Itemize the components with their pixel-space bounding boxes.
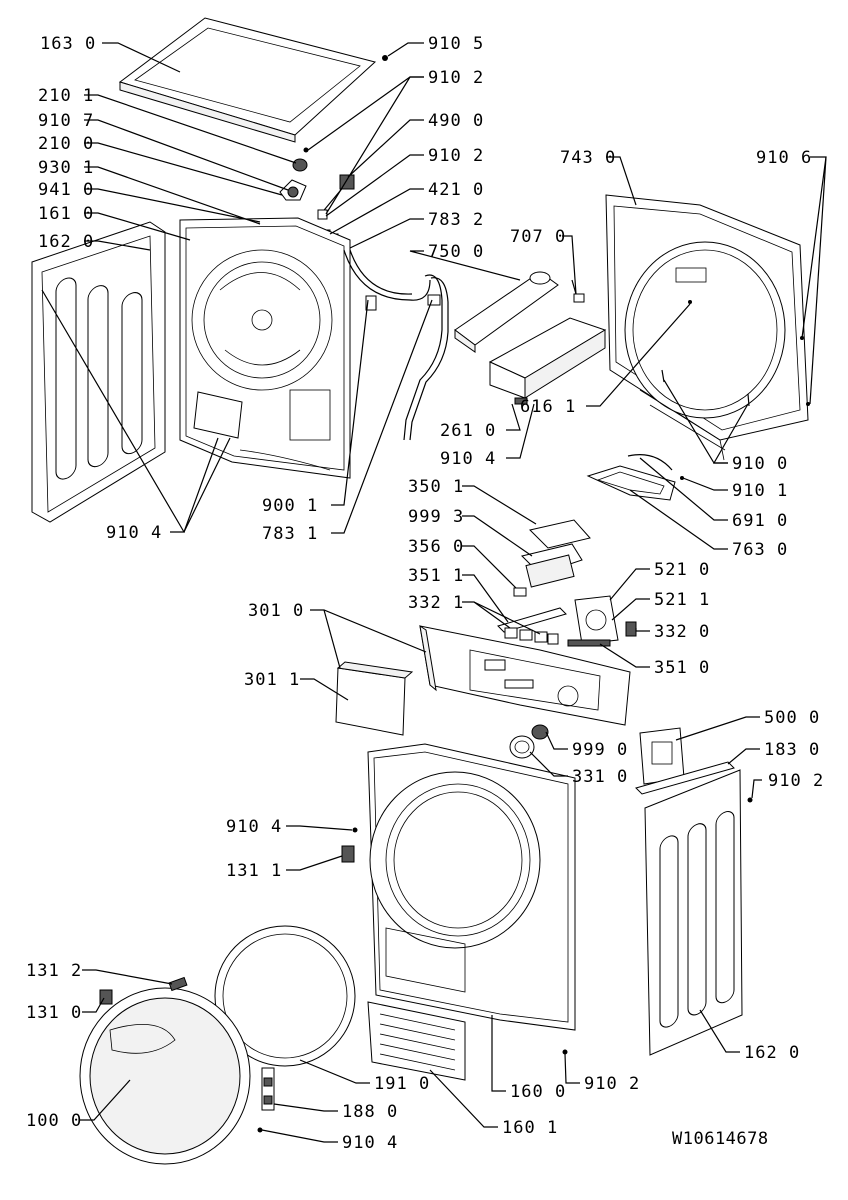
label-7500: 750 0 (428, 242, 484, 262)
label-1601: 160 1 (502, 1118, 558, 1138)
screw-9102c (747, 797, 753, 803)
part-hinge-1880 (261, 1067, 275, 1111)
label-1312: 131 2 (26, 961, 82, 981)
part-condenser-2610 (488, 317, 607, 405)
label-3510: 351 0 (654, 658, 710, 678)
label-9102a: 910 2 (428, 68, 484, 88)
part-board-5000 (635, 727, 735, 795)
part-buttons-3321 (504, 627, 559, 645)
screw-9102d (562, 1049, 568, 1055)
screw-6161 (688, 300, 692, 304)
part-module-5210 (567, 595, 619, 647)
screw-9104d (257, 1127, 263, 1133)
label-1630: 163 0 (40, 34, 96, 54)
label-9102d: 910 2 (584, 1074, 640, 1094)
label-1620b: 162 0 (744, 1043, 800, 1063)
label-9410: 941 0 (38, 180, 94, 200)
part-control-panel (419, 624, 631, 726)
label-1310: 131 0 (26, 1003, 82, 1023)
label-3010: 301 0 (248, 601, 304, 621)
label-9001: 900 1 (262, 496, 318, 516)
part-back-panel (179, 217, 351, 479)
part-knob (509, 724, 549, 759)
label-9993: 999 3 (408, 507, 464, 527)
label-4900: 490 0 (428, 111, 484, 131)
label-9102b: 910 2 (428, 146, 484, 166)
part-filter-7630 (586, 465, 676, 501)
label-1311: 131 1 (226, 861, 282, 881)
part-door (79, 987, 251, 1165)
label-3321: 332 1 (408, 593, 464, 613)
label-9105: 910 5 (428, 34, 484, 54)
screw-9105 (382, 55, 388, 61)
label-1620a: 162 0 (38, 232, 94, 252)
label-3501: 350 1 (408, 477, 464, 497)
part-drawer-3011 (335, 661, 414, 736)
label-2101: 210 1 (38, 86, 94, 106)
part-top-cover (118, 17, 377, 143)
screw-9106b (806, 402, 810, 406)
label-7831: 783 1 (262, 524, 318, 544)
part-7070 (571, 279, 585, 303)
screw-9101 (680, 476, 684, 480)
label-5211: 521 1 (654, 590, 710, 610)
part-grille-1601 (367, 1001, 466, 1081)
label-2100: 210 0 (38, 134, 94, 154)
label-1830: 183 0 (764, 740, 820, 760)
label-3310: 331 0 (572, 767, 628, 787)
label-6161: 616 1 (520, 397, 576, 417)
label-9990: 999 0 (572, 740, 628, 760)
part-3320 (625, 621, 637, 637)
label-9104a: 910 4 (440, 449, 496, 469)
label-9101: 910 1 (732, 481, 788, 501)
part-front-frame (605, 194, 809, 461)
part-front-panel (367, 743, 576, 1031)
label-3511: 351 1 (408, 566, 464, 586)
part-seal-6910 (627, 454, 673, 471)
label-7832: 783 2 (428, 210, 484, 230)
label-1880: 188 0 (342, 1102, 398, 1122)
label-9106: 910 6 (756, 148, 812, 168)
part-1312 (168, 976, 188, 992)
label-1910: 191 0 (374, 1074, 430, 1094)
part-side-panel-right (644, 769, 743, 1056)
label-1600: 160 0 (510, 1082, 566, 1102)
label-3560: 356 0 (408, 537, 464, 557)
label-4210: 421 0 (428, 180, 484, 200)
label-1000: 100 0 (26, 1111, 82, 1131)
label-9100: 910 0 (732, 454, 788, 474)
label-9104b: 910 4 (106, 523, 162, 543)
label-9102c: 910 2 (768, 771, 824, 791)
part-hoses (343, 249, 449, 441)
label-3320: 332 0 (654, 622, 710, 642)
document-id: W10614678 (672, 1129, 769, 1149)
screw-9100a (661, 369, 665, 383)
label-6910: 691 0 (732, 511, 788, 531)
screw-9104c (352, 827, 358, 833)
label-5000: 500 0 (764, 708, 820, 728)
label-7430: 743 0 (560, 148, 616, 168)
screw-9102 (303, 147, 309, 153)
part-latch-1311 (341, 845, 355, 863)
part-electronics (497, 519, 591, 633)
label-9104c: 910 4 (226, 817, 282, 837)
label-9107: 910 7 (38, 111, 94, 131)
label-7630: 763 0 (732, 540, 788, 560)
label-7070: 707 0 (510, 227, 566, 247)
label-5210: 521 0 (654, 560, 710, 580)
label-3011: 301 1 (244, 670, 300, 690)
label-9104d: 910 4 (342, 1133, 398, 1153)
part-side-panel-left (31, 221, 166, 523)
label-9301: 930 1 (38, 158, 94, 178)
label-1610: 161 0 (38, 204, 94, 224)
part-duct-7500 (454, 271, 559, 353)
screw-9100b (747, 393, 750, 407)
label-2610: 261 0 (440, 421, 496, 441)
leader-lines (41, 42, 827, 1143)
part-labels: 163 0 910 5 210 1 910 2 910 7 490 0 210 … (26, 34, 824, 1153)
